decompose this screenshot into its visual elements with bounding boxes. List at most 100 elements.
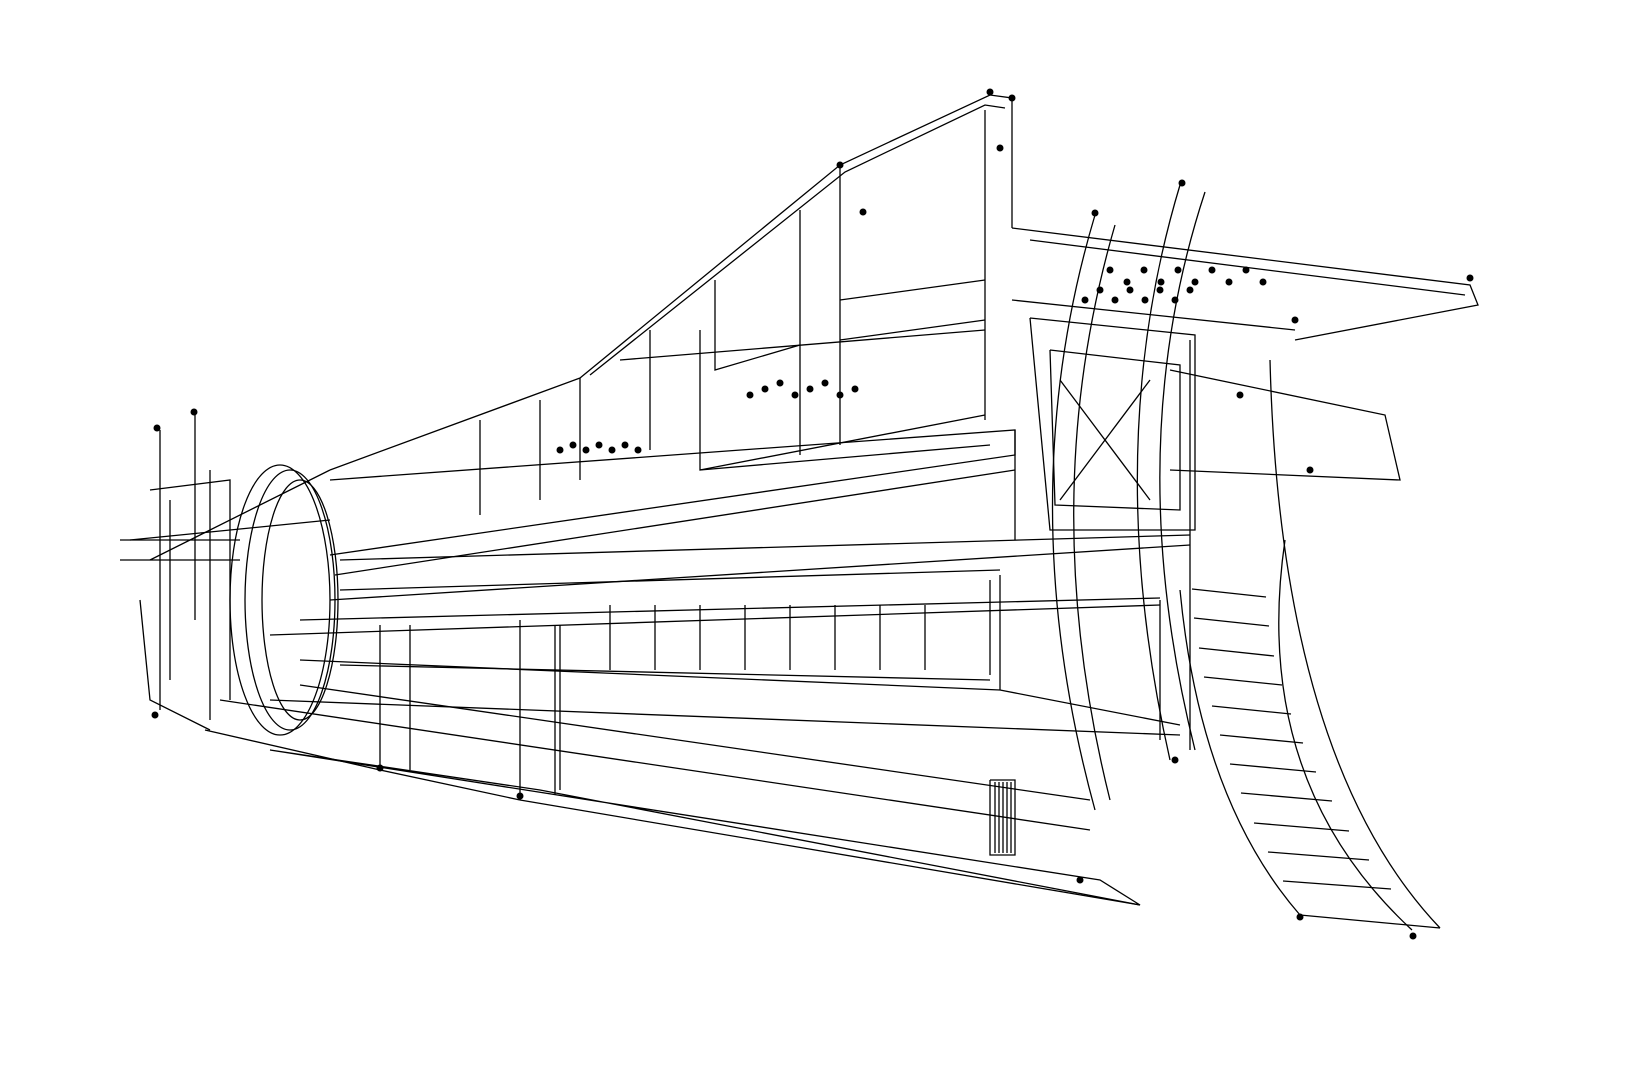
rivet-dot <box>791 391 799 399</box>
rivet-dot <box>1096 286 1104 294</box>
rivet-dot <box>836 391 844 399</box>
hull-edge <box>149 469 331 561</box>
ring-ellipse <box>261 479 339 721</box>
rivet-dot <box>1296 913 1304 921</box>
deck-edge <box>1059 379 1151 501</box>
rivet-dot <box>1306 466 1314 474</box>
hull-edge <box>334 469 1016 576</box>
rivet-dot <box>996 144 1004 152</box>
rivet-dot <box>1106 266 1114 274</box>
ladder-rung <box>1198 647 1275 657</box>
hull-edge <box>339 569 1001 591</box>
rivet-dot <box>621 441 629 449</box>
ring-ellipse <box>244 469 336 731</box>
ladder-rung <box>1193 617 1270 627</box>
hull-edge <box>339 664 991 681</box>
rivet-dot <box>608 446 616 454</box>
curved-ladder-structure <box>1051 184 1441 931</box>
arc-edge <box>1136 184 1181 761</box>
rivet-dot <box>1409 932 1417 940</box>
rivet-dot <box>851 385 859 393</box>
rivet-dot <box>569 441 577 449</box>
ladder-rung <box>1240 792 1333 802</box>
rivet-dot <box>1178 179 1186 187</box>
arc-edge <box>1073 224 1116 801</box>
fin-edge <box>839 279 986 301</box>
deck-edge <box>1169 369 1401 481</box>
rivet-dot <box>806 385 814 393</box>
rivet-dot <box>1291 316 1299 324</box>
hull-edge <box>269 699 1181 736</box>
rivet-dot <box>582 446 590 454</box>
rivet-dot <box>1225 278 1233 286</box>
ladder-rung <box>1229 763 1317 773</box>
deck-edge <box>1011 227 1479 341</box>
hull-edge <box>299 597 1161 621</box>
ladder-rail <box>1179 589 1301 916</box>
ladder-rail <box>1269 359 1441 929</box>
hull-edge <box>339 534 1191 561</box>
rivet-dot <box>1111 296 1119 304</box>
rivet-dot <box>556 446 564 454</box>
front-ring <box>120 415 339 736</box>
rivet-dot <box>1466 274 1474 282</box>
hull-edge <box>269 749 1141 906</box>
rivet-dot <box>1081 296 1089 304</box>
rivet-dot <box>1123 278 1131 286</box>
fin-edge <box>699 444 991 471</box>
ladder-rung <box>1203 676 1283 686</box>
rivet-dot <box>1156 286 1164 294</box>
rivet-dot <box>151 711 159 719</box>
rivet-dot <box>1191 278 1199 286</box>
fin-edge <box>589 104 1006 376</box>
hull-edge <box>139 599 211 731</box>
rivet-dot <box>859 208 867 216</box>
rivet-dot <box>1208 266 1216 274</box>
rivet-dot <box>1171 756 1179 764</box>
rivet-dot <box>776 379 784 387</box>
rivet-dot <box>1242 266 1250 274</box>
hull-outline <box>129 340 1191 906</box>
hull-edge <box>519 799 1141 906</box>
rivet-dot <box>746 391 754 399</box>
rivet-dot <box>1140 266 1148 274</box>
hull-edge <box>329 544 1191 601</box>
rivet-dot <box>1174 266 1182 274</box>
rivet-dot <box>1186 286 1194 294</box>
rivet-dot <box>1171 296 1179 304</box>
rivet-dot <box>516 792 524 800</box>
rivet-dot <box>1126 286 1134 294</box>
ladder-rung <box>1267 851 1370 861</box>
rivet-dot <box>153 424 161 432</box>
hull-edge <box>299 684 1091 801</box>
ladder-rung <box>1282 880 1392 890</box>
rivet-dot <box>1259 278 1267 286</box>
ladder-rung <box>1219 734 1304 744</box>
rivet-dot <box>190 408 198 416</box>
hull-edge <box>219 699 1091 831</box>
ladder-rung <box>1253 822 1350 832</box>
fin-edge <box>579 94 1013 379</box>
arc-edge <box>1159 191 1206 751</box>
rivet-dot <box>595 441 603 449</box>
hull-edge <box>329 377 581 471</box>
rivet-dot <box>986 88 994 96</box>
rivet-dot <box>1076 876 1084 884</box>
upper-deck-arm <box>1011 227 1479 531</box>
rivet-dot <box>836 161 844 169</box>
fin-edge <box>839 319 986 341</box>
rivet-dot <box>376 764 384 772</box>
rivet-dot <box>821 379 829 387</box>
rivet-points <box>151 88 1474 940</box>
arc-edge <box>1051 214 1096 811</box>
front-structure-edge <box>149 479 231 700</box>
deck-edge <box>1029 317 1196 531</box>
deck-edge <box>1011 299 1296 331</box>
rivet-dot <box>761 385 769 393</box>
rivet-dot <box>1141 296 1149 304</box>
rivet-dot <box>634 446 642 454</box>
rivet-dot <box>1236 391 1244 399</box>
hull-edge <box>329 429 1016 556</box>
fin-edge <box>619 329 986 361</box>
